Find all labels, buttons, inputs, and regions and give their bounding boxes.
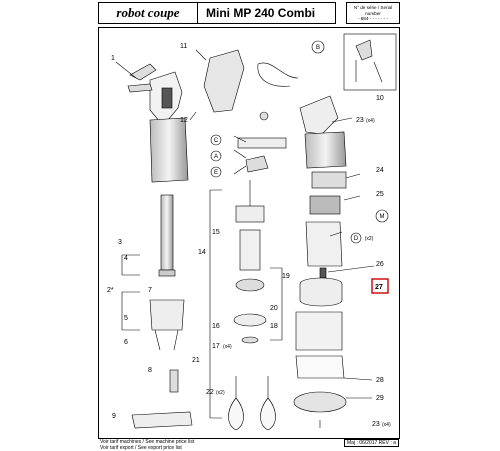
motor-coil [305, 221, 343, 267]
brand-name: robot coupe [116, 5, 180, 20]
footer-note-2: Voir tarif export / See export price lis… [100, 445, 182, 451]
callout-21: 21 [192, 357, 200, 364]
serial-label: N° de série / Serial number [353, 5, 393, 16]
callout-17: 17 [212, 343, 220, 350]
diagram-frame [98, 27, 400, 439]
callout-3: 3 [118, 239, 122, 246]
callout-23: 23 [356, 117, 364, 124]
callout-E: E [214, 170, 218, 176]
whisk-right [260, 376, 276, 431]
callout-18: 18 [270, 323, 278, 330]
callout-11: 11 [180, 43, 187, 50]
whisk-left [228, 376, 244, 431]
callout-7: 7 [148, 287, 152, 294]
callout-14: 14 [198, 249, 206, 256]
part-27-housing [299, 277, 343, 307]
blade-foot [149, 299, 185, 331]
bowl-guard [295, 355, 345, 379]
callout-5: 5 [124, 315, 128, 322]
inset-box [343, 33, 397, 91]
callout-22: 22 [206, 389, 214, 396]
callout-29: 29 [376, 395, 384, 402]
callout-23b-qty: (x4) [382, 422, 391, 428]
callout-23-qty: (x4) [366, 118, 375, 124]
part-1 [129, 63, 157, 81]
power-cable [257, 62, 299, 87]
footer-notes: Voir tarif machines / See machine price … [100, 439, 194, 451]
callout-19: 19 [282, 273, 290, 280]
callout-28: 28 [376, 377, 384, 384]
callout-26: 26 [376, 261, 384, 268]
callout-24: 24 [376, 167, 384, 174]
callout-27: 27 [375, 284, 383, 291]
bell-housing [295, 311, 343, 351]
callout-12: 12 [180, 117, 188, 124]
shaft-tube [160, 194, 174, 271]
callout-2: 2* [107, 287, 114, 294]
callout-17-qty: (x4) [223, 344, 232, 350]
callout-A: A [214, 154, 218, 160]
callout-16: 16 [212, 323, 220, 330]
callout-B: B [316, 45, 320, 51]
callout-25: 25 [376, 191, 384, 198]
serial-value: - 684 - - - - - - - [357, 16, 389, 22]
callout-10: 10 [376, 95, 384, 102]
gearbox-stack [235, 205, 265, 223]
callout-27-highlight [371, 278, 389, 294]
callout-9: 9 [112, 413, 116, 420]
callout-M: M [380, 214, 385, 220]
callout-8: 8 [148, 367, 152, 374]
callout-6: 6 [124, 339, 128, 346]
callout-15: 15 [212, 229, 220, 236]
callout-20: 20 [270, 305, 278, 312]
motor-housing-left [149, 117, 189, 183]
serial-number-box: N° de série / Serial number - 684 - - - … [346, 2, 400, 24]
callout-C: C [214, 138, 219, 144]
footer-note-1: Voir tarif machines / See machine price … [100, 439, 195, 445]
callout-D-qty: (x2) [365, 236, 374, 242]
handle-right [299, 95, 339, 135]
revision-info: Maj : 06/2017 REV : a [344, 439, 399, 447]
callout-22-qty: (x2) [216, 390, 225, 396]
callout-23b: 23 [372, 421, 380, 428]
brand-logo: robot coupe [98, 2, 198, 24]
callout-4: 4 [124, 255, 128, 262]
callout-D: D [354, 236, 359, 242]
motor-housing-right [304, 131, 347, 169]
model-title: Mini MP 240 Combi [198, 2, 336, 24]
callout-1: 1 [111, 55, 115, 62]
handle-cable [203, 49, 245, 113]
